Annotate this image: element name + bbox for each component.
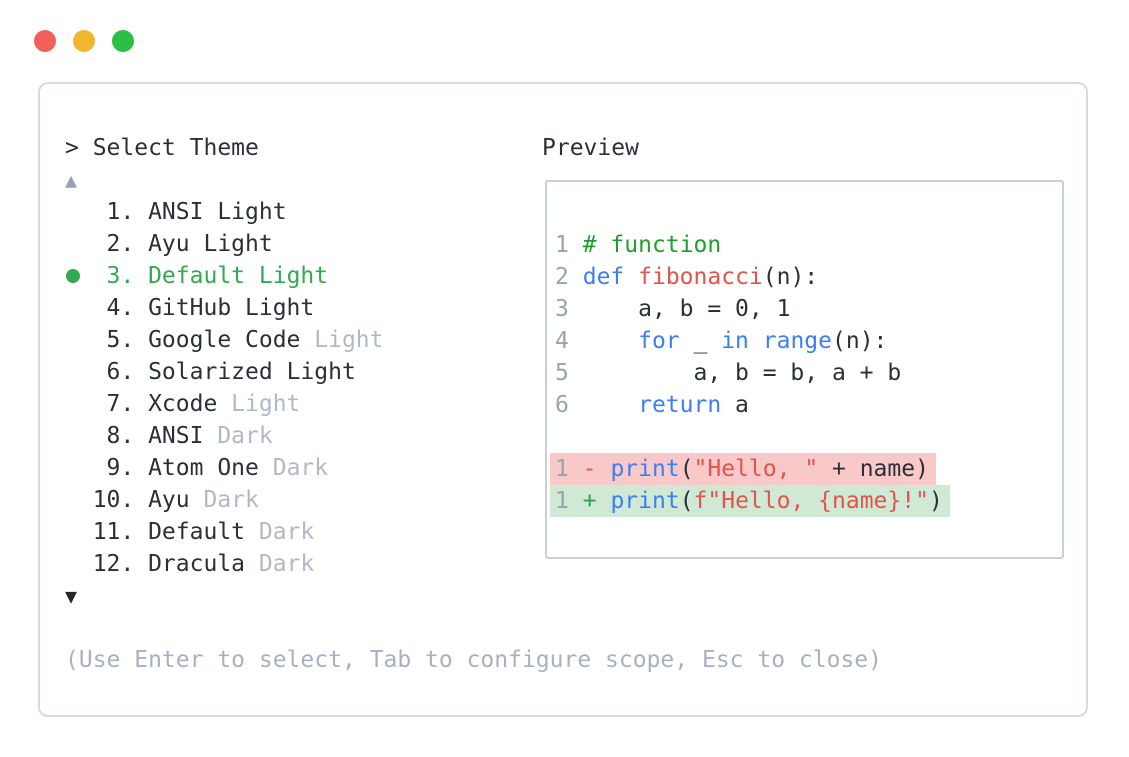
- code-line: 4 for _ in range(n):: [550, 325, 1062, 357]
- theme-item-variant: Dark: [258, 551, 315, 577]
- select-theme-prompt: > Select Theme: [65, 135, 259, 161]
- theme-item-label: 1. ANSI: [65, 199, 218, 225]
- theme-item-variant: Light: [217, 199, 287, 225]
- code-line: 5 a, b = b, a + b: [550, 357, 1062, 389]
- theme-item-label: 4. GitHub: [65, 295, 246, 321]
- theme-list-item-google-code-light[interactable]: 5. Google Code Light: [65, 324, 882, 356]
- scroll-up-icon[interactable]: ▲: [65, 168, 78, 192]
- theme-item-variant: Light: [203, 231, 273, 257]
- theme-selector-panel: > Select Theme ▲ 1. ANSI Light 2. Ayu Li…: [38, 82, 1088, 717]
- theme-item-variant: Dark: [272, 455, 329, 481]
- code-line-content: 2 def fibonacci(n):: [555, 264, 819, 290]
- theme-item-label: 8. ANSI: [65, 423, 218, 449]
- theme-item-variant: Light: [245, 295, 315, 321]
- code-line-content: 1 - print("Hello, " + name): [550, 453, 936, 485]
- minimize-button[interactable]: [73, 30, 95, 52]
- code-line-content: 1 + print(f"Hello, {name}!"): [550, 485, 950, 517]
- theme-list-item-default-dark[interactable]: 11. Default Dark: [65, 516, 882, 548]
- theme-item-variant: Dark: [217, 423, 273, 449]
- theme-list-item-ayu-dark[interactable]: 10. Ayu Dark: [65, 484, 882, 516]
- theme-list-item-default-light[interactable]: 3. Default Light: [65, 260, 882, 292]
- theme-selector: > Select Theme ▲ 1. ANSI Light 2. Ayu Li…: [65, 132, 882, 676]
- code-line-content: 6 return a: [555, 392, 749, 418]
- code-line-diff-removed: 1 - print("Hello, " + name): [550, 453, 1062, 485]
- preview-header: Preview: [542, 132, 639, 164]
- theme-item-label: 2. Ayu: [65, 231, 204, 257]
- preview-box: 1 # function 2 def fibonacci(n): 3 a, b = …: [545, 180, 1064, 559]
- theme-list: 1. ANSI Light 2. Ayu Light 3. Default Li…: [65, 196, 882, 580]
- code-line: 3 a, b = 0, 1: [550, 293, 1062, 325]
- theme-item-label: 12. Dracula: [65, 551, 259, 577]
- preview-title: Preview: [542, 135, 639, 161]
- theme-item-label: 5. Google Code: [65, 327, 315, 353]
- theme-list-item-ansi-dark[interactable]: 8. ANSI Dark: [65, 420, 882, 452]
- code-line-diff-added: 1 + print(f"Hello, {name}!"): [550, 485, 1062, 517]
- selected-theme-dot-icon: [66, 269, 80, 283]
- window-controls: [34, 30, 134, 52]
- code-line: 2 def fibonacci(n):: [550, 261, 1062, 293]
- code-line-content: 5 a, b = b, a + b: [555, 360, 902, 386]
- scroll-down-icon[interactable]: ▼: [65, 584, 78, 608]
- theme-item-label: 7. Xcode: [65, 391, 232, 417]
- theme-item-variant: Dark: [203, 487, 259, 513]
- theme-item-label: 9. Atom One: [65, 455, 273, 481]
- theme-item-label: 11. Default: [65, 519, 259, 545]
- theme-list-item-solarized-light[interactable]: 6. Solarized Light: [65, 356, 882, 388]
- keyboard-hint: (Use Enter to select, Tab to configure s…: [65, 647, 882, 673]
- theme-list-item-github-light[interactable]: 4. GitHub Light: [65, 292, 882, 324]
- theme-list-item-ansi-light[interactable]: 1. ANSI Light: [65, 196, 882, 228]
- theme-item-variant: Light: [314, 327, 384, 353]
- code-preview: 1 # function 2 def fibonacci(n): 3 a, b = …: [547, 182, 1062, 517]
- theme-list-item-dracula-dark[interactable]: 12. Dracula Dark: [65, 548, 882, 580]
- close-button[interactable]: [34, 30, 56, 52]
- spacer-row: [65, 612, 882, 644]
- theme-list-item-ayu-light[interactable]: 2. Ayu Light: [65, 228, 882, 260]
- code-line-content: 3 a, b = 0, 1: [555, 296, 791, 322]
- code-line-content: 4 for _ in range(n):: [555, 328, 888, 354]
- theme-item-variant: Light: [258, 263, 329, 289]
- theme-item-variant: Light: [286, 359, 356, 385]
- theme-item-label: 6. Solarized: [65, 359, 287, 385]
- code-line: 1 # function: [550, 229, 1062, 261]
- code-line: [550, 421, 1062, 453]
- theme-item-label: 10. Ayu: [65, 487, 204, 513]
- code-line-content: 1 # function: [555, 232, 722, 258]
- maximize-button[interactable]: [112, 30, 134, 52]
- theme-list-item-atom-one-dark[interactable]: 9. Atom One Dark: [65, 452, 882, 484]
- theme-item-label: 3. Default: [65, 263, 259, 289]
- theme-list-item-xcode-light[interactable]: 7. Xcode Light: [65, 388, 882, 420]
- theme-item-variant: Dark: [258, 519, 315, 545]
- code-line: 6 return a: [550, 389, 1062, 421]
- theme-item-variant: Light: [231, 391, 301, 417]
